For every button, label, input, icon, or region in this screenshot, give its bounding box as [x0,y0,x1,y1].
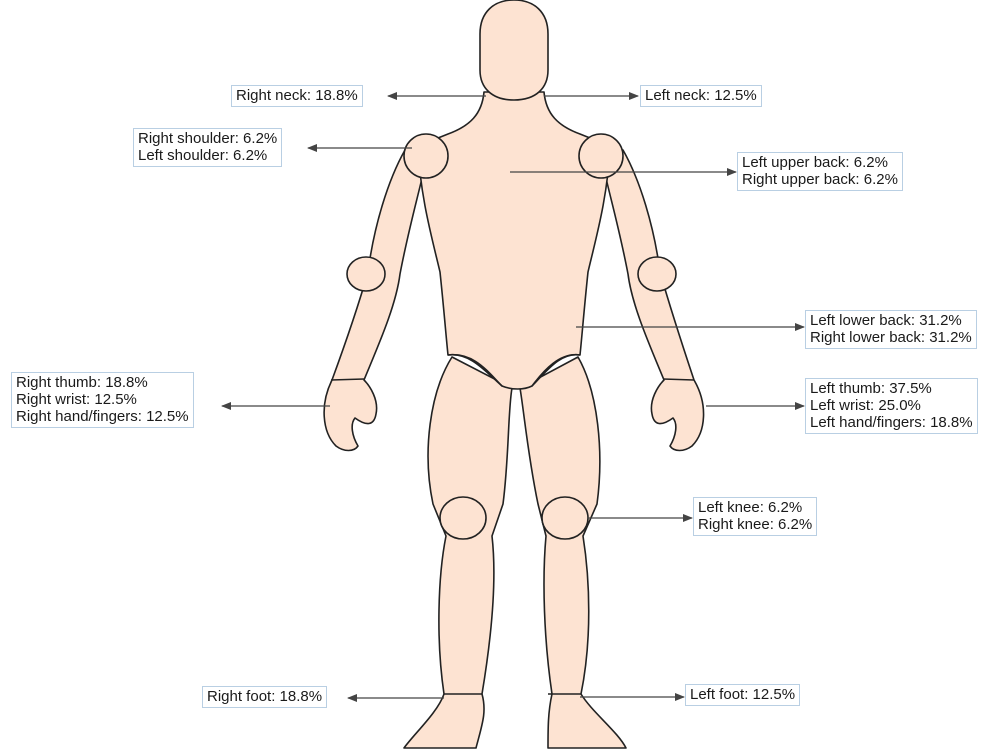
label-left-neck: Left neck: 12.5% [640,85,762,107]
label-line: Right shoulder: 6.2% [138,130,277,147]
label-line: Right foot: 18.8% [207,688,322,705]
label-left-hand: Left thumb: 37.5% Left wrist: 25.0% Left… [805,378,978,434]
label-right-foot: Right foot: 18.8% [202,686,327,708]
left-wrist-seam [663,379,694,380]
seam-lines [331,355,694,694]
right-elbow-joint [347,257,385,291]
left-arm [606,150,704,451]
left-elbow-joint [638,257,676,291]
label-line: Left hand/fingers: 18.8% [810,414,973,431]
head [480,0,548,100]
label-line: Left neck: 12.5% [645,87,757,104]
label-knees: Left knee: 6.2% Right knee: 6.2% [693,497,817,536]
label-shoulders: Right shoulder: 6.2% Left shoulder: 6.2% [133,128,282,167]
label-right-neck: Right neck: 18.8% [231,85,363,107]
label-line: Left upper back: 6.2% [742,154,898,171]
label-line: Right wrist: 12.5% [16,391,189,408]
label-line: Right thumb: 18.8% [16,374,189,391]
right-arm [324,150,422,451]
right-knee-joint [440,497,486,539]
label-right-hand: Right thumb: 18.8% Right wrist: 12.5% Ri… [11,372,194,428]
right-shoulder-joint [404,134,448,178]
torso [418,92,610,389]
label-left-foot: Left foot: 12.5% [685,684,800,706]
left-knee-joint [542,497,588,539]
label-line: Right lower back: 31.2% [810,329,972,346]
label-line: Left wrist: 25.0% [810,397,973,414]
label-line: Left shoulder: 6.2% [138,147,277,164]
label-upper-back: Left upper back: 6.2% Right upper back: … [737,152,903,191]
label-line: Right upper back: 6.2% [742,171,898,188]
label-line: Right neck: 18.8% [236,87,358,104]
human-figure [324,0,703,748]
label-line: Left knee: 6.2% [698,499,812,516]
left-leg [520,357,626,748]
label-line: Left thumb: 37.5% [810,380,973,397]
label-line: Left foot: 12.5% [690,686,795,703]
right-leg [404,357,512,748]
label-lower-back: Left lower back: 31.2% Right lower back:… [805,310,977,349]
label-line: Left lower back: 31.2% [810,312,972,329]
right-wrist-seam [331,379,364,380]
label-line: Right knee: 6.2% [698,516,812,533]
label-line: Right hand/fingers: 12.5% [16,408,189,425]
